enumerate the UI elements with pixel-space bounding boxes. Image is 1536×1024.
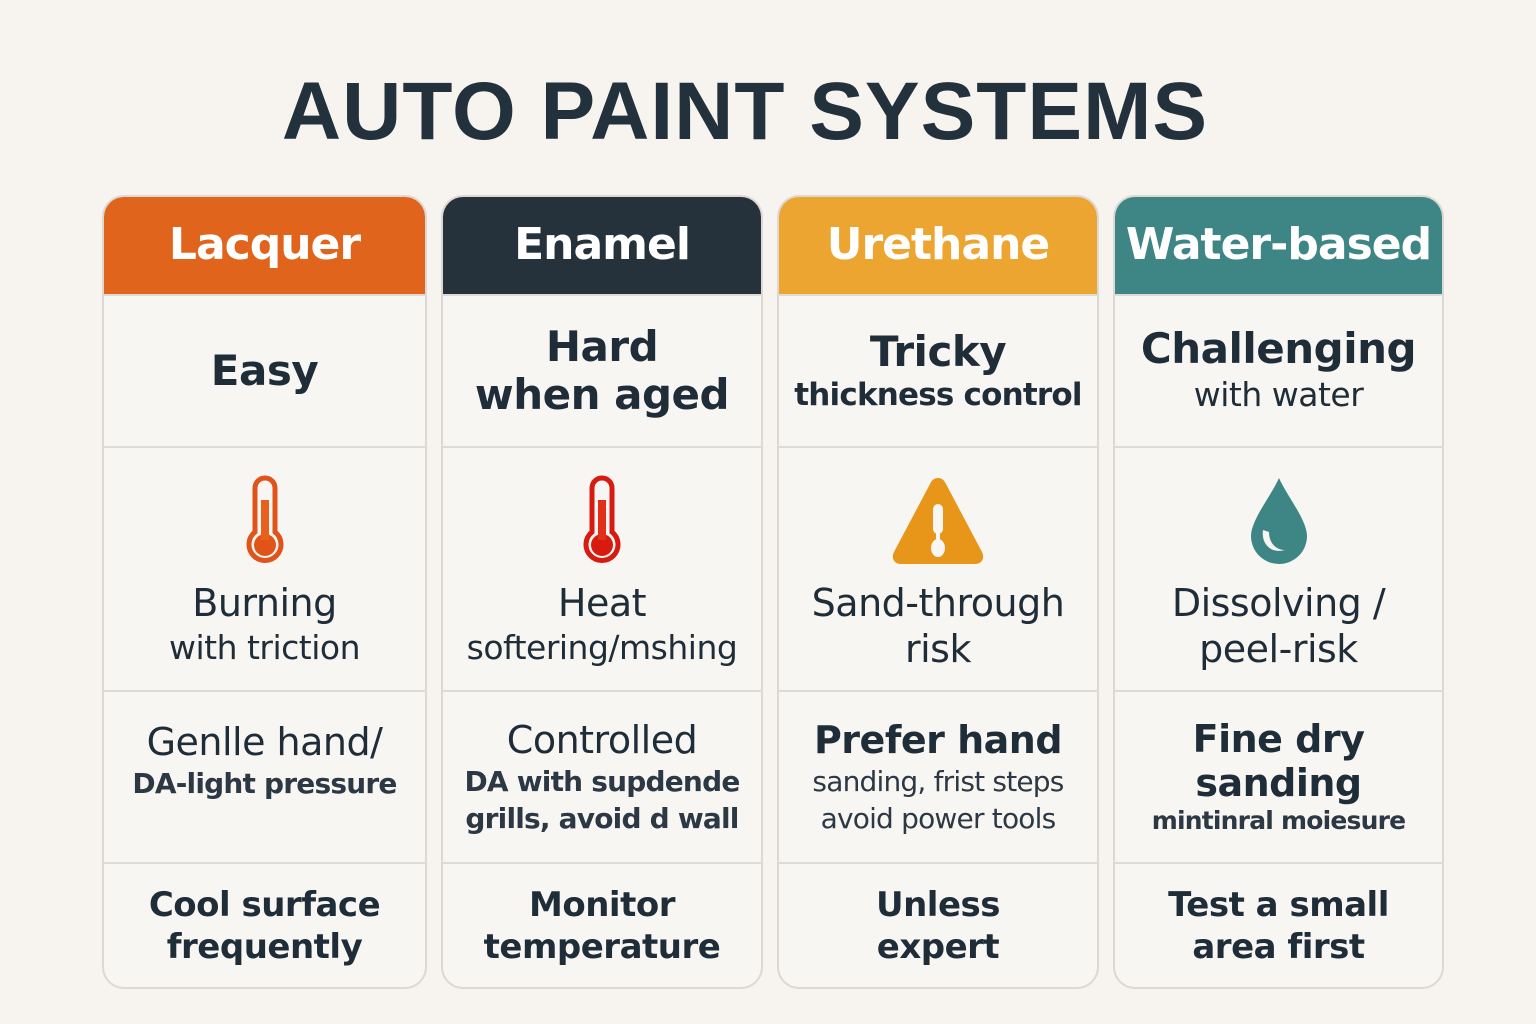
method-main-1: Fine dry (1192, 717, 1365, 761)
tip-line2: expert (876, 926, 1000, 967)
column-header-lacquer: Lacquer (104, 197, 425, 294)
tip-line1: Monitor (529, 884, 675, 925)
method-main: Controlled (506, 718, 698, 762)
thermometer-icon (552, 470, 652, 570)
difficulty-detail: when aged (474, 370, 730, 419)
method-cell: Prefer hand sanding, frist steps avoid p… (779, 690, 1097, 862)
risk-detail: risk (905, 627, 971, 671)
risk-detail: softering/mshing (466, 628, 738, 667)
difficulty-main: Tricky (869, 327, 1007, 376)
method-detail-2: avoid power tools (820, 802, 1057, 835)
difficulty-cell: Challenging with water (1115, 294, 1442, 446)
difficulty-detail: thickness control (794, 377, 1082, 413)
tip-line2: frequently (166, 926, 363, 967)
risk-detail: with triction (168, 628, 361, 667)
method-cell: Fine dry sanding mintinral moiesure (1115, 690, 1442, 862)
column-enamel: Enamel Hard when aged Heat softering/msh… (441, 195, 763, 989)
method-main: Prefer hand (813, 718, 1063, 762)
risk-detail: peel-risk (1199, 627, 1358, 671)
column-urethane: Urethane Tricky thickness control Sand-t… (777, 195, 1099, 989)
risk-cell: Sand-through risk (779, 446, 1097, 690)
difficulty-detail: with water (1193, 375, 1364, 414)
risk-main: Heat (557, 581, 647, 625)
tip-line2: temperature (483, 926, 721, 967)
method-main: Genlle hand/ (146, 719, 383, 764)
difficulty-cell: Tricky thickness control (779, 294, 1097, 446)
column-header-water-based: Water-based (1115, 197, 1442, 294)
risk-main: Sand-through (811, 581, 1065, 625)
column-header-urethane: Urethane (779, 197, 1097, 294)
method-detail: DA-light pressure (132, 766, 397, 800)
method-detail-1: DA with supdende (464, 765, 740, 798)
difficulty-cell: Easy (104, 294, 425, 446)
tip-line1: Test a small (1168, 884, 1389, 925)
thermometer-icon (215, 470, 315, 570)
page-title: AUTO PAINT SYSTEMS (281, 66, 1209, 157)
method-detail: mintinral moiesure (1151, 806, 1406, 835)
warning-icon (888, 470, 988, 570)
risk-main: Dissolving / (1171, 581, 1386, 625)
tip-cell: Unless expert (779, 862, 1097, 987)
difficulty-main: Challenging (1140, 324, 1417, 373)
tip-line1: Cool surface (148, 884, 381, 925)
tip-cell: Monitor temperature (443, 862, 761, 987)
tip-line1: Unless (875, 884, 1001, 925)
difficulty-cell: Hard when aged (443, 294, 761, 446)
water-drop-icon (1229, 470, 1329, 570)
column-lacquer: Lacquer Easy Burning with triction Genll… (102, 195, 427, 989)
tip-line2: area first (1192, 926, 1365, 967)
difficulty-main: Hard (545, 322, 659, 371)
method-main-2: sanding (1195, 761, 1362, 805)
risk-cell: Heat softering/mshing (443, 446, 761, 690)
method-detail-2: grills, avoid d wall (465, 802, 739, 835)
column-header-enamel: Enamel (443, 197, 761, 294)
column-water-based: Water-based Challenging with water Disso… (1113, 195, 1444, 989)
risk-cell: Dissolving / peel-risk (1115, 446, 1442, 690)
risk-main: Burning (192, 581, 337, 625)
method-cell: Genlle hand/ DA-light pressure (104, 690, 425, 862)
difficulty-main: Easy (210, 346, 319, 395)
risk-cell: Burning with triction (104, 446, 425, 690)
tip-cell: Cool surface frequently (104, 862, 425, 987)
tip-cell: Test a small area first (1115, 862, 1442, 987)
method-detail-1: sanding, frist steps (812, 765, 1064, 798)
method-cell: Controlled DA with supdende grills, avoi… (443, 690, 761, 862)
